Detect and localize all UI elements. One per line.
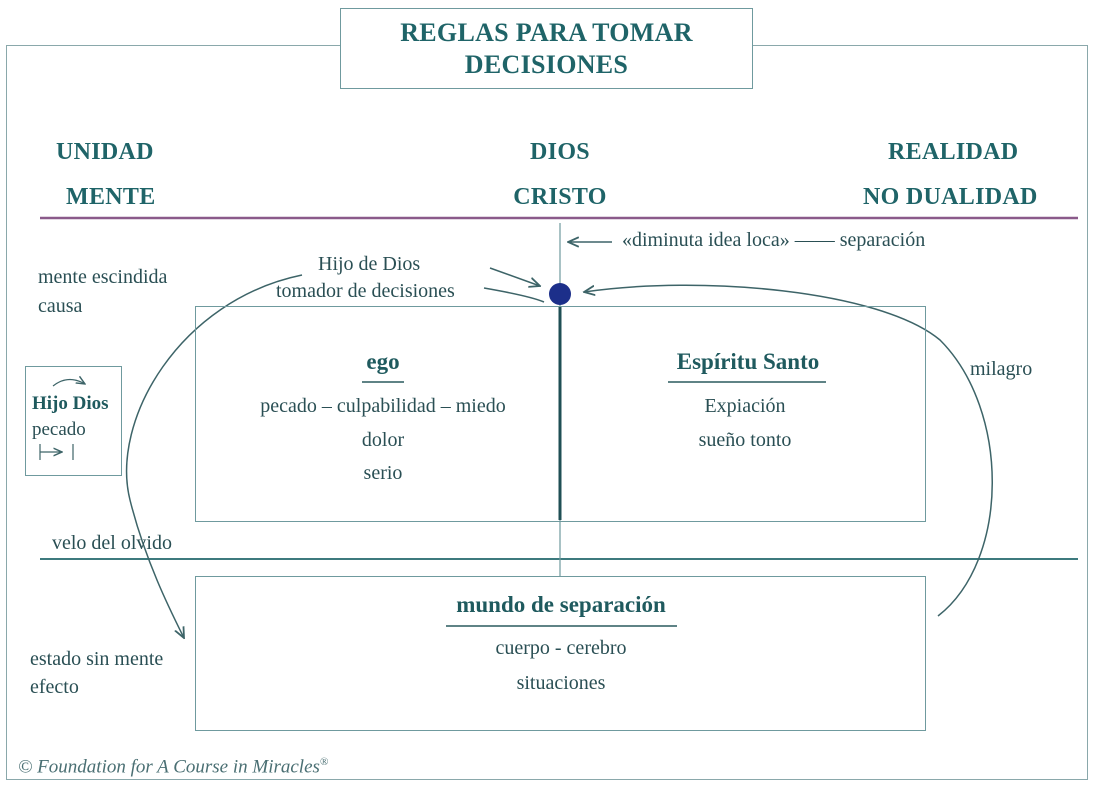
small-curve-arrow-icon [52, 379, 85, 387]
label-milagro: milagro [970, 358, 1033, 380]
world-line-1: cuerpo - cerebro [495, 637, 627, 659]
tomador-arrow [483, 287, 545, 303]
title-line-1: REGLAS PARA TOMAR [400, 18, 693, 47]
label-realidad: REALIDAD [888, 139, 1019, 165]
world-line-2: situaciones [516, 672, 606, 694]
label-causa: causa [38, 295, 83, 317]
copyright-text: © Foundation for A Course in Miracles [18, 756, 320, 778]
title-line-2: DECISIONES [464, 50, 629, 79]
label-cristo: CRISTO [513, 184, 607, 210]
copyright-notice: © Foundation for A Course in Miracles® [18, 756, 328, 778]
label-efecto: efecto [30, 676, 79, 698]
title-box: REGLAS PARA TOMAR DECISIONES [340, 8, 753, 89]
ego-line-1: pecado – culpabilidad – miedo [260, 395, 506, 417]
label-separacion: «diminuta idea loca» —— separación [622, 229, 926, 251]
world-box [195, 576, 926, 731]
registered-mark: ® [319, 756, 329, 768]
label-mente: MENTE [66, 184, 156, 210]
decision-maker-dot [549, 283, 571, 305]
label-dios: DIOS [530, 139, 590, 165]
spirit-title: Espíritu Santo [676, 349, 820, 374]
label-estado-sin-mente: estado sin mente [30, 648, 164, 670]
small-box-hijo-dios: Hijo Dios [32, 393, 109, 414]
right-arc [584, 284, 993, 617]
son-sin-box [25, 366, 122, 476]
ego-title: ego [366, 349, 400, 374]
split-mind-box [195, 306, 926, 522]
left-arc [125, 274, 303, 638]
label-mente-escindida: mente escindida [38, 266, 168, 288]
world-title: mundo de separación [456, 592, 666, 617]
spirit-line-2: sueño tonto [698, 429, 792, 451]
label-unidad: UNIDAD [56, 139, 154, 165]
hijo-arrow [489, 267, 540, 286]
label-velo: velo del olvido [52, 532, 172, 554]
small-box-pecado: pecado [32, 419, 86, 440]
spirit-line-1: Expiación [704, 395, 786, 417]
label-no-dualidad: NO DUALIDAD [863, 184, 1038, 210]
label-hijo-de-dios: Hijo de Dios [318, 253, 421, 275]
label-tomador: tomador de decisiones [276, 280, 455, 302]
ego-line-3: serio [363, 462, 403, 484]
ego-line-2: dolor [361, 429, 405, 451]
